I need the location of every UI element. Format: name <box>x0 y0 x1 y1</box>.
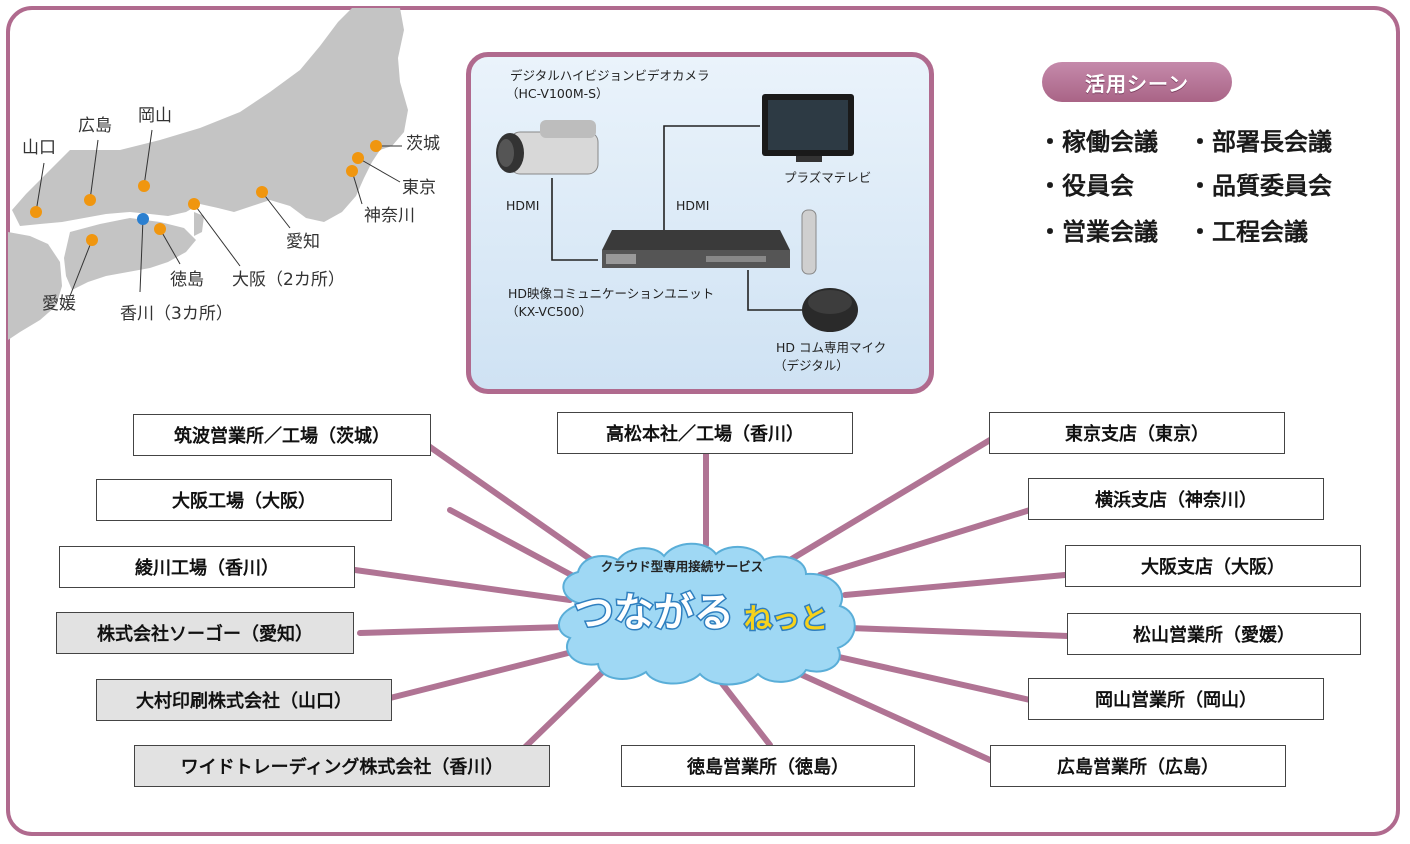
site-box-takamatsu: 高松本社／工場（香川） <box>557 412 853 454</box>
pref-label-okayama: 岡山 <box>138 106 172 126</box>
pref-label-tokushima: 徳島 <box>170 270 204 290</box>
honshu-shape <box>12 8 408 226</box>
site-box-ayagawa: 綾川工場（香川） <box>59 546 355 588</box>
pref-label-tokyo: 東京 <box>402 178 436 198</box>
dot-kanagawa <box>346 165 358 177</box>
site-box-osaka-branch: 大阪支店（大阪） <box>1065 545 1361 587</box>
tv-label: プラズマテレビ <box>784 170 872 185</box>
mic-note: （デジタル） <box>774 358 849 373</box>
awaji-shape <box>194 212 204 236</box>
dot-aichi <box>256 186 268 198</box>
hdmi-right-label: HDMI <box>676 198 710 213</box>
logo-sub: ねっと <box>744 602 828 635</box>
shikoku-shape <box>64 218 196 290</box>
site-box-tsukuba: 筑波営業所／工場（茨城） <box>133 414 431 456</box>
camera-label: デジタルハイビジョンビデオカメラ <box>510 68 710 83</box>
service-logo: つながる ねっと <box>573 589 830 638</box>
dot-tokyo <box>352 152 364 164</box>
site-box-osaka-factory: 大阪工場（大阪） <box>96 479 392 521</box>
mic-label: HD コム専用マイク <box>776 340 887 355</box>
pref-label-aichi: 愛知 <box>286 232 320 252</box>
pref-label-kagawa: 香川（3カ所） <box>120 304 233 324</box>
scene-item: ・部署長会議 <box>1188 128 1332 156</box>
scene-item: ・営業会議 <box>1038 218 1158 246</box>
site-box-tokyo: 東京支店（東京） <box>989 412 1285 454</box>
pref-label-hiroshima: 広島 <box>78 116 112 136</box>
pref-label-ibaraki: 茨城 <box>406 134 440 154</box>
site-box-yokohama: 横浜支店（神奈川） <box>1028 478 1324 520</box>
map-dots <box>30 140 382 246</box>
pref-label-kanagawa: 神奈川 <box>364 206 415 226</box>
cloud-shape <box>558 542 856 686</box>
scenes-title: 活用シーン <box>1042 62 1232 102</box>
scene-item: ・工程会議 <box>1188 218 1308 246</box>
site-box-hiroshima: 広島営業所（広島） <box>990 745 1286 787</box>
pref-label-osaka: 大阪（2カ所） <box>232 270 345 290</box>
map-leaders <box>35 129 402 297</box>
logo-main: つながる <box>574 590 734 636</box>
site-box-tokushima: 徳島営業所（徳島） <box>621 745 915 787</box>
hdmi-left-label: HDMI <box>506 198 540 213</box>
scene-item: ・品質委員会 <box>1188 172 1332 200</box>
dot-kagawa <box>137 213 149 225</box>
pref-label-ehime: 愛媛 <box>42 294 76 314</box>
unit-label: HD映像コミュニケーションユニット <box>508 286 715 301</box>
dot-okayama <box>138 180 150 192</box>
site-box-omura: 大村印刷株式会社（山口） <box>96 679 392 721</box>
site-box-wide: ワイドトレーディング株式会社（香川） <box>134 745 550 787</box>
dot-yamaguchi <box>30 206 42 218</box>
unit-model: （KX-VC500） <box>506 304 593 319</box>
dot-tokushima <box>154 223 166 235</box>
japan-map <box>8 8 408 340</box>
scene-item: ・稼働会議 <box>1038 128 1158 156</box>
site-box-matsuyama: 松山営業所（愛媛） <box>1067 613 1361 655</box>
dot-hiroshima <box>84 194 96 206</box>
dot-osaka <box>188 198 200 210</box>
dot-ehime <box>86 234 98 246</box>
pref-label-yamaguchi: 山口 <box>22 138 56 158</box>
dot-ibaraki <box>370 140 382 152</box>
site-box-okayama: 岡山営業所（岡山） <box>1028 678 1324 720</box>
network-connectors <box>352 437 1071 763</box>
site-box-sogo: 株式会社ソーゴー（愛知） <box>56 612 354 654</box>
service-caption: クラウド型専用接続サービス <box>600 559 764 574</box>
kyushu-shape <box>8 232 62 340</box>
camera-model: （HC-V100M-S） <box>506 86 609 101</box>
scene-item: ・役員会 <box>1038 172 1134 200</box>
